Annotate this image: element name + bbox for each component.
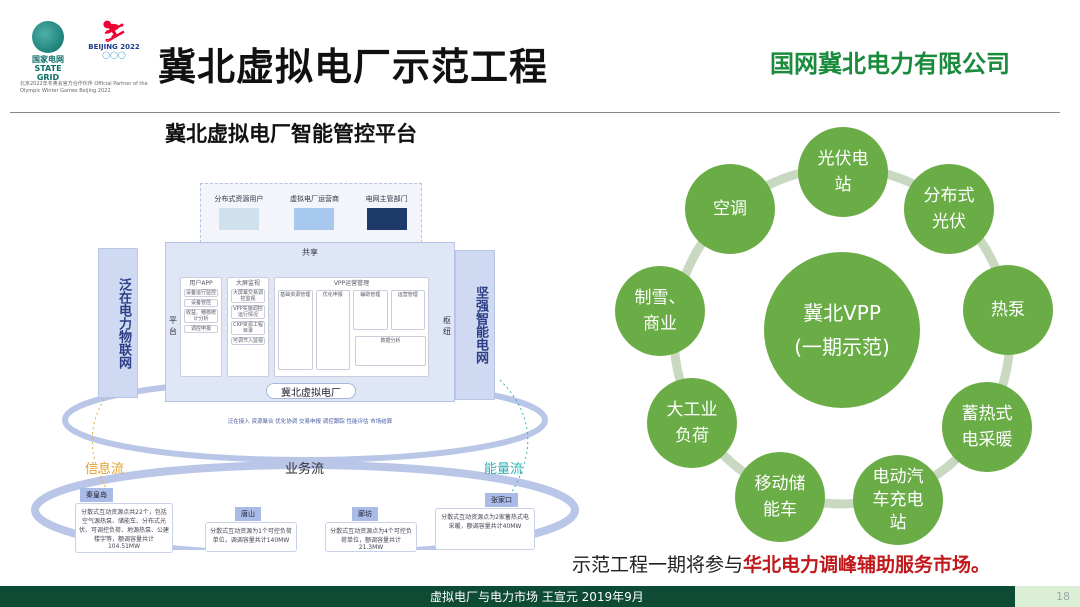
logo-area: 国家电网 STATE GRID ⛷BEIJING 2022◯◯◯ 北京2022年…	[20, 15, 148, 95]
core-vpp-label: 冀北虚拟电厂	[266, 383, 356, 399]
strong-smart-grid-label: 坚强智能电网	[455, 250, 495, 400]
module-item: 调控申报	[184, 325, 218, 333]
platform-subtitle: 冀北虚拟电厂智能管控平台	[165, 122, 417, 146]
summary-text: 示范工程一期将参与华北电力调峰辅助服务市场。	[572, 554, 991, 576]
footer-text: 虚拟电厂与电力市场 王宣元 2019年9月	[430, 590, 644, 604]
platform-panel: 共享 平台 枢纽 用户APP 设备运行监控 设备管控 收益、稽核统计分析 调控申…	[165, 242, 455, 402]
node-snowmaking-commercial: 制雪、商业	[615, 266, 705, 356]
city-zhangjiakou-desc: 分散式互动资源点为2家蓄热式电采暖，额调容量共计40MW	[435, 508, 535, 550]
module-item: 运营管理	[390, 290, 425, 330]
state-grid-logo-icon	[32, 21, 64, 53]
node-distributed-pv: 分布式光伏	[904, 164, 994, 254]
node-ev-charging: 电动汽车充电站	[853, 455, 943, 545]
energy-flow-label: 能量流	[484, 462, 524, 477]
ubiquitous-iot-label: 泛在电力物联网	[98, 248, 138, 398]
module-item: 基础资源管理	[278, 290, 313, 370]
city-qinhuangdao-header: 秦皇岛	[80, 488, 113, 502]
module-user-app: 用户APP 设备运行监控 设备管控 收益、稽核统计分析 调控申报	[180, 277, 222, 377]
page-number: 18	[1015, 586, 1080, 607]
city-langfang-header: 廊坊	[352, 507, 378, 521]
city-tangshan-header: 唐山	[235, 507, 261, 521]
node-mobile-storage: 移动储能车	[735, 452, 825, 542]
core-functions: 泛在接入 资源聚合 优化协调 交易申报 调控跟踪 性能评估 市场结算	[227, 419, 393, 425]
company-name: 国网冀北电力有限公司	[770, 50, 1010, 78]
module-item: 收益、稽核统计分析	[184, 309, 218, 323]
module-item: 大屏幕交易调控监视	[231, 289, 265, 303]
hub-label: 枢纽	[443, 316, 451, 336]
node-thermal-storage-heating: 蓄热式电采暖	[942, 382, 1032, 472]
state-grid-logo-text: 国家电网 STATE GRID	[32, 55, 64, 82]
node-heavy-industry: 大工业负荷	[647, 378, 737, 468]
module-item: 设备管控	[184, 299, 218, 307]
share-label: 共享	[302, 248, 318, 257]
city-zhangjiakou-header: 张家口	[485, 493, 518, 507]
vpp-center-node: 冀北VPP(一期示范)	[764, 252, 920, 408]
user-group: 分布式资源用户	[214, 194, 263, 234]
city-langfang-desc: 分散式互动资源点为4个可控负荷单位，额调容量共计21.3MW	[325, 522, 417, 552]
module-item: 数据分析	[355, 336, 426, 366]
summary-highlight: 华北电力调峰辅助服务市场。	[743, 554, 991, 576]
partner-tagline: 北京2022年冬奥会官方合作伙伴 Official Partner of the…	[20, 81, 148, 94]
module-item: VPP实施调控运行情况	[231, 305, 265, 319]
module-item: 可调节入监视	[231, 337, 265, 345]
divider	[10, 112, 1060, 113]
city-qinhuangdao-desc: 分散式互动资源点共22个，包括空气源热泵、储能车、分布式光伏、可调控负荷、地源热…	[75, 503, 173, 553]
node-heat-pump: 热泵	[963, 265, 1053, 355]
user-groups-panel: 分布式资源用户 虚拟电厂运营商 电网主管部门	[200, 183, 422, 243]
module-item: 优化申报	[315, 290, 350, 370]
info-flow-label: 信息流	[85, 462, 125, 477]
module-big-screen: 大屏监视 大屏幕交易调控监视 VPP实施调控运行情况 CKP资源工程目录 可调节…	[227, 277, 269, 377]
module-item: CKP资源工程目录	[231, 321, 265, 335]
user-group: 虚拟电厂运营商	[290, 194, 339, 234]
city-tangshan-desc: 分散式互动资源为1个可控负荷单位，调调容量共计140MW	[205, 522, 297, 552]
node-pv-station: 光伏电站	[798, 127, 888, 217]
footer-bar	[0, 586, 1015, 607]
module-item: 辅助管理	[353, 290, 388, 330]
olympic-logo: ⛷BEIJING 2022◯◯◯	[88, 19, 140, 59]
module-item: 设备运行监控	[184, 289, 218, 297]
platform-diagram: 分布式资源用户 虚拟电厂运营商 电网主管部门 泛在电力物联网 坚强智能电网 共享…	[30, 150, 590, 553]
user-group: 电网主管部门	[366, 194, 408, 234]
platform-label: 平台	[169, 316, 177, 336]
node-air-conditioning: 空调	[685, 164, 775, 254]
business-flow-label: 业务流	[285, 462, 325, 477]
module-vpp-operations: VPP运营管理 基础资源管理 优化申报 辅助管理 运营管理 数据分析	[274, 277, 429, 377]
page-title: 冀北虚拟电厂示范工程	[158, 45, 549, 89]
